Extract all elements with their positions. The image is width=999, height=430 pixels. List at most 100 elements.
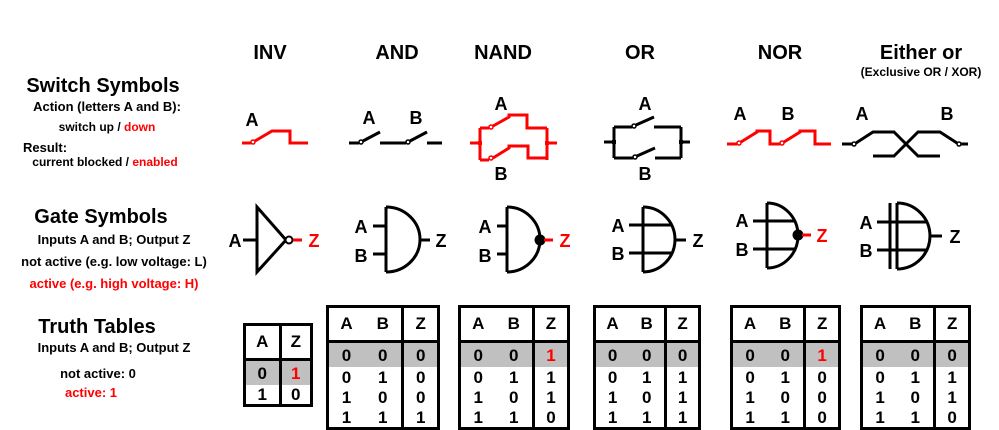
table-cell-z: 0	[933, 341, 968, 367]
gate-inv-label-a: A	[229, 231, 242, 251]
column-header-a: A	[329, 308, 365, 343]
table-cell-a: 0	[473, 367, 483, 387]
gate-nand	[497, 205, 553, 274]
table-cell-b: 0	[780, 387, 790, 407]
switch-xor-label-b: B	[941, 104, 954, 124]
column-header-a: A	[733, 308, 768, 343]
gate-io-label: Inputs A and B; Output Z	[38, 232, 191, 247]
table-cell-a: 0	[875, 367, 885, 387]
switch-symbols-title: Switch Symbols	[26, 75, 179, 97]
gate-nor	[753, 201, 811, 270]
header-nand: NAND	[474, 42, 532, 64]
table-cell-a: 0	[329, 341, 365, 367]
table-cell-a: 0	[733, 341, 768, 367]
gate-symbols-title: Gate Symbols	[34, 206, 167, 228]
gate-xor-label-z: Z	[950, 227, 961, 247]
column-header-z: Z	[278, 326, 310, 361]
gate-inv-label-z: Z	[309, 231, 320, 251]
table-cell-z: 1	[933, 387, 968, 407]
gate-xor-label-b: B	[860, 241, 873, 261]
switch-inv	[242, 129, 308, 145]
truth-io-label: Inputs A and B; Output Z	[38, 340, 191, 355]
table-cell-z: 0	[532, 407, 567, 427]
table-cell-a: 1	[875, 387, 885, 407]
switch-nor-label-a: A	[734, 104, 747, 124]
gate-nand-label-b: B	[479, 246, 492, 266]
header-xor: Either or	[880, 42, 962, 64]
table-cell-z: 0	[933, 407, 968, 427]
gate-and	[373, 205, 430, 274]
gate-and-label-a: A	[355, 217, 368, 237]
column-header-b: B	[897, 308, 935, 343]
table-cell-a: 1	[473, 387, 483, 407]
switch-or	[604, 115, 690, 160]
column-header-a: A	[461, 308, 496, 343]
switch-up-down-label: switch up / down	[59, 120, 156, 134]
table-cell-z: 1	[933, 367, 968, 387]
switch-xor-label-a: A	[856, 104, 869, 124]
table-cell-z: 1	[664, 407, 698, 427]
column-header-z: Z	[401, 308, 437, 343]
column-header-a: A	[863, 308, 898, 343]
table-cell-z: 1	[532, 341, 567, 367]
table-cell-a: 1	[341, 407, 352, 427]
switch-inv-label-a: A	[246, 110, 259, 130]
gate-and-label-b: B	[355, 246, 368, 266]
switch-nand-label-b: B	[495, 164, 508, 184]
blocked-enabled-label: current blocked / enabled	[32, 155, 177, 169]
table-cell-z: 1	[664, 387, 698, 407]
table-cell-a: 1	[745, 407, 755, 427]
table-cell-b: 0	[364, 341, 403, 367]
result-label: Result:	[23, 140, 67, 155]
table-cell-z: 1	[532, 367, 567, 387]
gate-nor-label-a: A	[736, 211, 749, 231]
table-cell-a: 1	[257, 385, 267, 404]
header-or: OR	[625, 42, 656, 64]
table-cell-z: 1	[664, 367, 698, 387]
switch-nor	[727, 129, 831, 146]
gate-or-label-z: Z	[693, 231, 704, 251]
switch-or-label-a: A	[639, 94, 652, 114]
column-header-z: Z	[532, 308, 567, 343]
table-cell-z: 0	[401, 367, 437, 387]
switch-xor	[842, 130, 968, 158]
gate-or	[629, 205, 686, 274]
column-header-z: Z	[803, 308, 838, 343]
switch-and-label-b: B	[410, 108, 423, 128]
column-header-a: A	[246, 326, 281, 361]
table-cell-b: 0	[767, 341, 805, 367]
table-cell-z: 0	[278, 385, 310, 404]
table-cell-z: 0	[401, 387, 437, 407]
table-cell-a: 0	[246, 359, 281, 385]
header-xor-subtitle: (Exclusive OR / XOR)	[861, 65, 982, 79]
table-cell-a: 0	[745, 367, 755, 387]
table-cell-b: 0	[495, 341, 534, 367]
action-label: Action (letters A and B):	[33, 99, 181, 114]
active-voltage-label: active (e.g. high voltage: H)	[29, 276, 198, 291]
table-cell-a: 0	[341, 367, 352, 387]
table-cell-a: 0	[863, 341, 898, 367]
